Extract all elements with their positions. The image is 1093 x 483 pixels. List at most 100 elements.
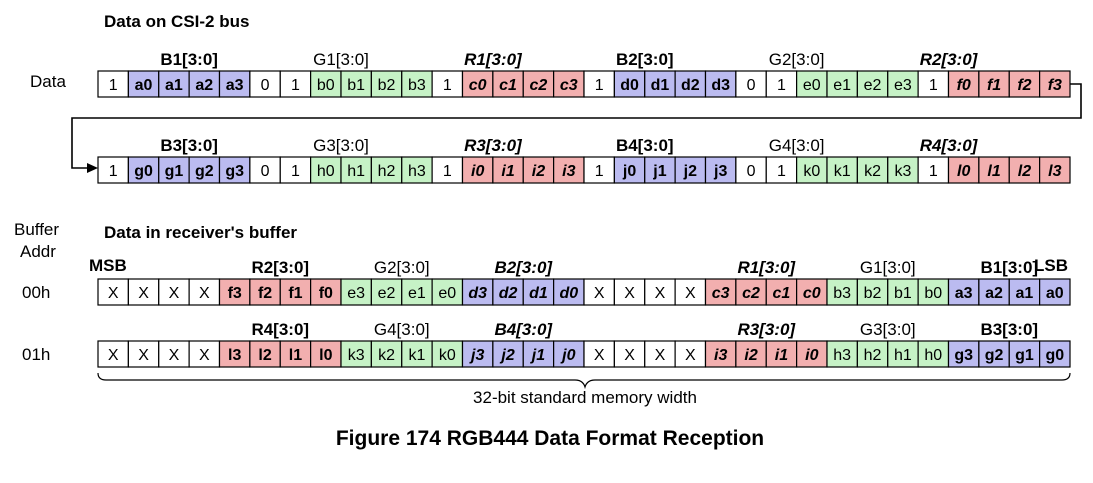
buffer-01h-cell-label-17: X — [624, 347, 635, 364]
bus-row-1-field-header-2: R1[3:0] — [464, 50, 523, 69]
bus-row-2-cell-5 — [249, 156, 281, 184]
buffer-01h-cell-15 — [553, 340, 585, 368]
buffer-00h-cell-label-26: b1 — [894, 285, 912, 302]
buffer-01h-cell-0 — [97, 340, 129, 368]
bus-row-1-cell-label-15: c3 — [560, 77, 578, 94]
buffer-01h-cell-label-6: l1 — [289, 347, 302, 364]
bus-row-1-cell-label-24: e1 — [833, 77, 851, 94]
bus-row-1-cell-label-19: d2 — [681, 77, 700, 94]
bus-row-1-cell-label-21: 0 — [747, 77, 756, 94]
buffer-00h-cell-label-25: b2 — [864, 285, 882, 302]
bus-row-1-cell-label-8: b1 — [347, 77, 365, 94]
buffer-00h-cell-28 — [947, 278, 980, 306]
bus-row-1-cell-label-13: c1 — [499, 77, 517, 94]
bus-row-1-cell-5 — [249, 70, 281, 98]
buffer-00h-cell-label-12: d3 — [468, 285, 487, 302]
buffer-00h-cell-label-1: X — [138, 285, 149, 302]
bus-row-2-cell-15 — [553, 156, 585, 184]
buffer-00h-cell-13 — [492, 278, 524, 306]
bus-row-1-cell-29 — [978, 70, 1010, 98]
buffer-01h-cell-label-10: k1 — [408, 347, 425, 364]
bus-row-2-cell-label-29: l1 — [987, 163, 1000, 180]
buffer-00h-cell-26 — [887, 278, 919, 306]
buffer-00h-cell-label-15: d0 — [559, 285, 578, 302]
bus-row-2-cell-0 — [97, 156, 129, 184]
buffer-00h-cell-label-27: b0 — [924, 285, 942, 302]
bus-row-2-field-header-5: R4[3:0] — [920, 136, 979, 155]
buffer-01h-cell-31 — [1039, 340, 1071, 368]
row-wrap-arrow — [71, 83, 1082, 173]
bus-row-2-cell-label-6: 1 — [291, 163, 300, 180]
buffer-00h-cell-label-11: e0 — [438, 285, 456, 302]
buffer-01h-cell-12 — [461, 340, 494, 368]
buffer-00h-cell-22 — [765, 278, 798, 306]
bus-row-1-cell-21 — [735, 70, 767, 98]
buffer-00h-field-header-0: R2[3:0] — [251, 258, 309, 277]
bus-row-1-cell-label-20: d3 — [711, 77, 730, 94]
bus-row-2-cell-label-13: i1 — [501, 163, 514, 180]
bus-row-2-field-header-1: G3[3:0] — [313, 136, 369, 155]
bus-row-2-cell-label-21: 0 — [747, 163, 756, 180]
bus-row-1-field-header-4: G2[3:0] — [769, 50, 825, 69]
buffer-01h-cell-6 — [279, 340, 312, 368]
buffer-01h-cell-label-26: h1 — [894, 347, 912, 364]
wrap-arrowhead-icon — [87, 163, 98, 173]
bus-row-1-cell-7 — [310, 70, 342, 98]
bus-row-2-field-header-3: B4[3:0] — [616, 136, 674, 155]
bus-row-1-cell-9 — [370, 70, 403, 98]
memory-width-label: 32-bit standard memory width — [473, 388, 697, 407]
bus-row-2-cell-26 — [887, 156, 919, 184]
buffer-00h-cell-12 — [461, 278, 494, 306]
buffer-00h-cell-16 — [583, 278, 615, 306]
buffer-00h-address-label: 00h — [22, 283, 50, 302]
bus-row-2-cell-27 — [917, 156, 950, 184]
buffer-01h-cell-label-3: X — [199, 347, 210, 364]
bus-row-1-cell-label-26: e3 — [894, 77, 912, 94]
buffer-00h-cell-3 — [188, 278, 221, 306]
buffer-00h-cell-label-17: X — [624, 285, 635, 302]
bus-row-2-cell-label-15: i3 — [562, 163, 575, 180]
buffer-00h-field-header-2: B2[3:0] — [494, 258, 553, 277]
bus-row-2-cell-20 — [704, 156, 737, 184]
buffer-00h-cell-8 — [340, 278, 372, 306]
buffer-00h-field-header-1: G2[3:0] — [374, 258, 430, 277]
buffer-00h-cell-label-3: X — [199, 285, 210, 302]
buffer-00h-cell-label-13: d2 — [499, 285, 518, 302]
buffer-00h-cell-label-29: a2 — [985, 285, 1003, 302]
bus-row-2-cell-24 — [826, 156, 858, 184]
brace-icon — [97, 372, 1071, 390]
bus-row-2-cell-label-19: j2 — [683, 163, 697, 180]
bus-row-2-cell-19 — [674, 156, 707, 184]
bus-row-2-cell-label-4: g3 — [225, 163, 244, 180]
buffer-01h-cell-16 — [583, 340, 615, 368]
buffer-01h-cell-label-18: X — [655, 347, 666, 364]
bus-row-1-cell-22 — [765, 70, 798, 98]
bus-row-2-cell-22 — [765, 156, 798, 184]
bus-row-2-cell-label-22: 1 — [777, 163, 786, 180]
buffer-00h-cell-label-24: b3 — [833, 285, 851, 302]
bus-row-1-cell-label-9: b2 — [378, 77, 396, 94]
bus-row-2-cell-13 — [492, 156, 524, 184]
buffer-01h-cell-17 — [613, 340, 646, 368]
bus-row-1-cell-label-11: 1 — [443, 77, 452, 94]
buffer-00h-cell-label-31: a0 — [1046, 285, 1064, 302]
buffer-01h-field-header-5: B3[3:0] — [980, 320, 1038, 339]
buffer-00h-cell-label-10: e1 — [408, 285, 426, 302]
buffer-01h-cell-label-8: k3 — [348, 347, 365, 364]
buffer-01h-cell-label-2: X — [169, 347, 180, 364]
buffer-01h-cell-20 — [704, 340, 737, 368]
bus-row-1-cell-label-12: c0 — [469, 77, 487, 94]
bus-row-2-cell-label-30: l2 — [1018, 163, 1031, 180]
bus-row-1-cell-6 — [279, 70, 312, 98]
bus-row-1-cell-label-30: f2 — [1017, 77, 1031, 94]
buffer-00h-cell-17 — [613, 278, 646, 306]
buffer-00h-field-header-5: B1[3:0] — [980, 258, 1038, 277]
buffer-01h-cell-label-25: h2 — [864, 347, 882, 364]
buffer-01h-cell-label-5: l2 — [258, 347, 271, 364]
bus-row-1-cell-label-27: 1 — [929, 77, 938, 94]
bus-row-1-cell-30 — [1008, 70, 1041, 98]
bus-row-1-cell-26 — [887, 70, 919, 98]
bus-row-2-cell-31 — [1039, 156, 1071, 184]
bus-row-2-field-header-4: G4[3:0] — [769, 136, 825, 155]
